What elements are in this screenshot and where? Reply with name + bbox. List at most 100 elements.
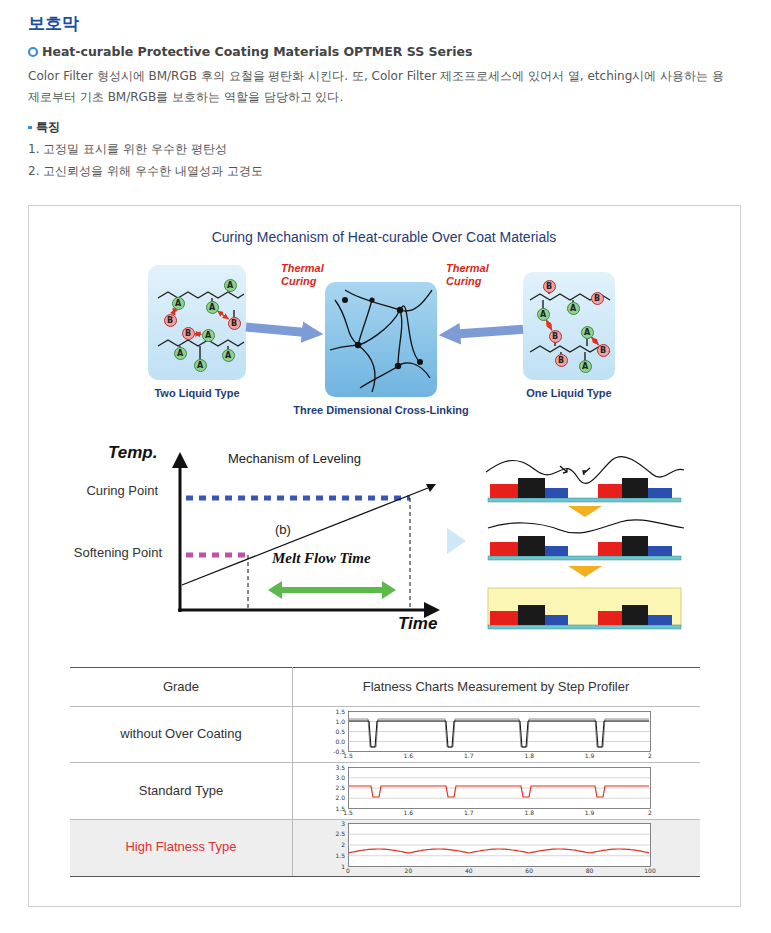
- table-header: Flatness Charts Measurement by Step Prof…: [292, 679, 700, 694]
- group-letter: A: [195, 360, 206, 371]
- profile-line: [349, 849, 649, 853]
- bullet-dot: [28, 126, 32, 129]
- grade-cell: Standard Type: [70, 783, 292, 798]
- group-letter: A: [225, 280, 236, 291]
- panel-label: Three Dimensional Cross-Linking: [280, 404, 482, 416]
- group-letter: A: [175, 348, 186, 359]
- curing-arrow: [246, 327, 306, 333]
- group-circle: A: [194, 359, 207, 372]
- filter-bar: [622, 536, 648, 556]
- group-letter: B: [598, 345, 609, 356]
- grid-line: [348, 798, 650, 799]
- chart-frame: [349, 712, 651, 752]
- group-circle: B: [555, 354, 568, 367]
- step-profile-chart: [348, 712, 651, 867]
- tick-label: 100: [640, 867, 660, 874]
- tick-label: 1.5: [325, 708, 345, 715]
- group-letter: B: [592, 293, 603, 304]
- group-letter: B: [544, 281, 555, 292]
- group-circle: A: [537, 308, 550, 321]
- group-circle: A: [202, 329, 215, 342]
- panel-ground: [325, 282, 437, 397]
- reaction-arrow: [546, 320, 552, 331]
- subheading: Heat-curable Protective Coating Material…: [42, 44, 742, 59]
- diagram-title: Curing Mechanism of Heat-curable Over Co…: [28, 229, 740, 245]
- cross-link-network: [330, 290, 432, 392]
- filter-bar: [518, 605, 545, 625]
- filter-bar: [598, 484, 622, 498]
- filter-bar: [545, 615, 568, 625]
- frame: [29, 206, 741, 907]
- group-circle: B: [182, 327, 195, 340]
- tick-label: 80: [580, 867, 600, 874]
- tick-label: 1.9: [580, 809, 600, 816]
- tick-label: 2: [640, 809, 660, 816]
- group-circle: B: [549, 330, 562, 343]
- profile-line: [349, 721, 649, 747]
- group-letter: A: [582, 327, 593, 338]
- edge-label: Thermal Curing: [446, 262, 500, 288]
- panel-ground: [523, 272, 615, 380]
- tick-label: 20: [398, 867, 418, 874]
- tick-label: 2.0: [325, 794, 345, 801]
- filter-bar: [648, 488, 672, 498]
- group-letter: A: [207, 302, 218, 313]
- group-circle: B: [597, 344, 610, 357]
- group-letter: B: [165, 315, 176, 326]
- filter-bar: [545, 546, 568, 556]
- filter-bar: [648, 546, 672, 556]
- tick-label: 2.5: [325, 784, 345, 791]
- filter-bar: [518, 536, 545, 556]
- group-circle: A: [174, 347, 187, 360]
- cross-link-dot: [342, 297, 423, 369]
- polymer-chain: [158, 285, 610, 366]
- level-label: Softening Point: [70, 544, 162, 561]
- reaction-arrow: [195, 333, 202, 335]
- reaction-arrow: [591, 337, 598, 345]
- leveling-illustration: [486, 457, 684, 626]
- group-letter: A: [223, 350, 234, 361]
- filter-bar: [518, 478, 545, 498]
- profile-line: [349, 786, 649, 797]
- table-header: Grade: [70, 679, 292, 694]
- curve-label: (b): [275, 522, 315, 537]
- substrate: [488, 556, 681, 560]
- group-letter: A: [580, 361, 591, 372]
- level-label: Curing Point: [62, 483, 158, 498]
- grid-line: [348, 855, 650, 856]
- tick-label: 2.5: [325, 830, 345, 837]
- filter-bar: [622, 478, 648, 498]
- substrate: [488, 498, 681, 502]
- group-letter: A: [203, 330, 214, 341]
- group-circle: A: [206, 301, 219, 314]
- tick-label: 1.5: [325, 805, 345, 812]
- tick-label: 1.8: [519, 809, 539, 816]
- group-circle: B: [591, 292, 604, 305]
- edge-label: Thermal Curing: [281, 262, 335, 288]
- filter-bar: [490, 484, 518, 498]
- tick-label: 3.5: [325, 764, 345, 771]
- page-heading: 보호막: [28, 12, 79, 35]
- feature-item: 1. 고정밀 표시를 위한 우수한 평탄성: [28, 141, 528, 158]
- group-circle: A: [581, 326, 594, 339]
- group-letter: A: [173, 298, 184, 309]
- table-grid: [70, 667, 700, 877]
- chart-frame: [349, 824, 651, 867]
- tick-label: 0: [338, 867, 358, 874]
- tick-label: 3.0: [325, 774, 345, 781]
- group-circle: B: [543, 280, 556, 293]
- grid-line: [348, 834, 650, 835]
- bullet-icon: [29, 48, 37, 56]
- panel-ground: [148, 265, 246, 380]
- tick-label: 1.9: [580, 752, 600, 759]
- group-letter: A: [568, 303, 579, 314]
- group-letter: B: [550, 331, 561, 342]
- filter-bar: [648, 615, 672, 625]
- group-circle: A: [224, 279, 237, 292]
- filter-bar: [545, 488, 568, 498]
- grid-line: [348, 731, 650, 732]
- reaction-arrow: [173, 309, 175, 314]
- section-heading: 특징: [36, 119, 236, 136]
